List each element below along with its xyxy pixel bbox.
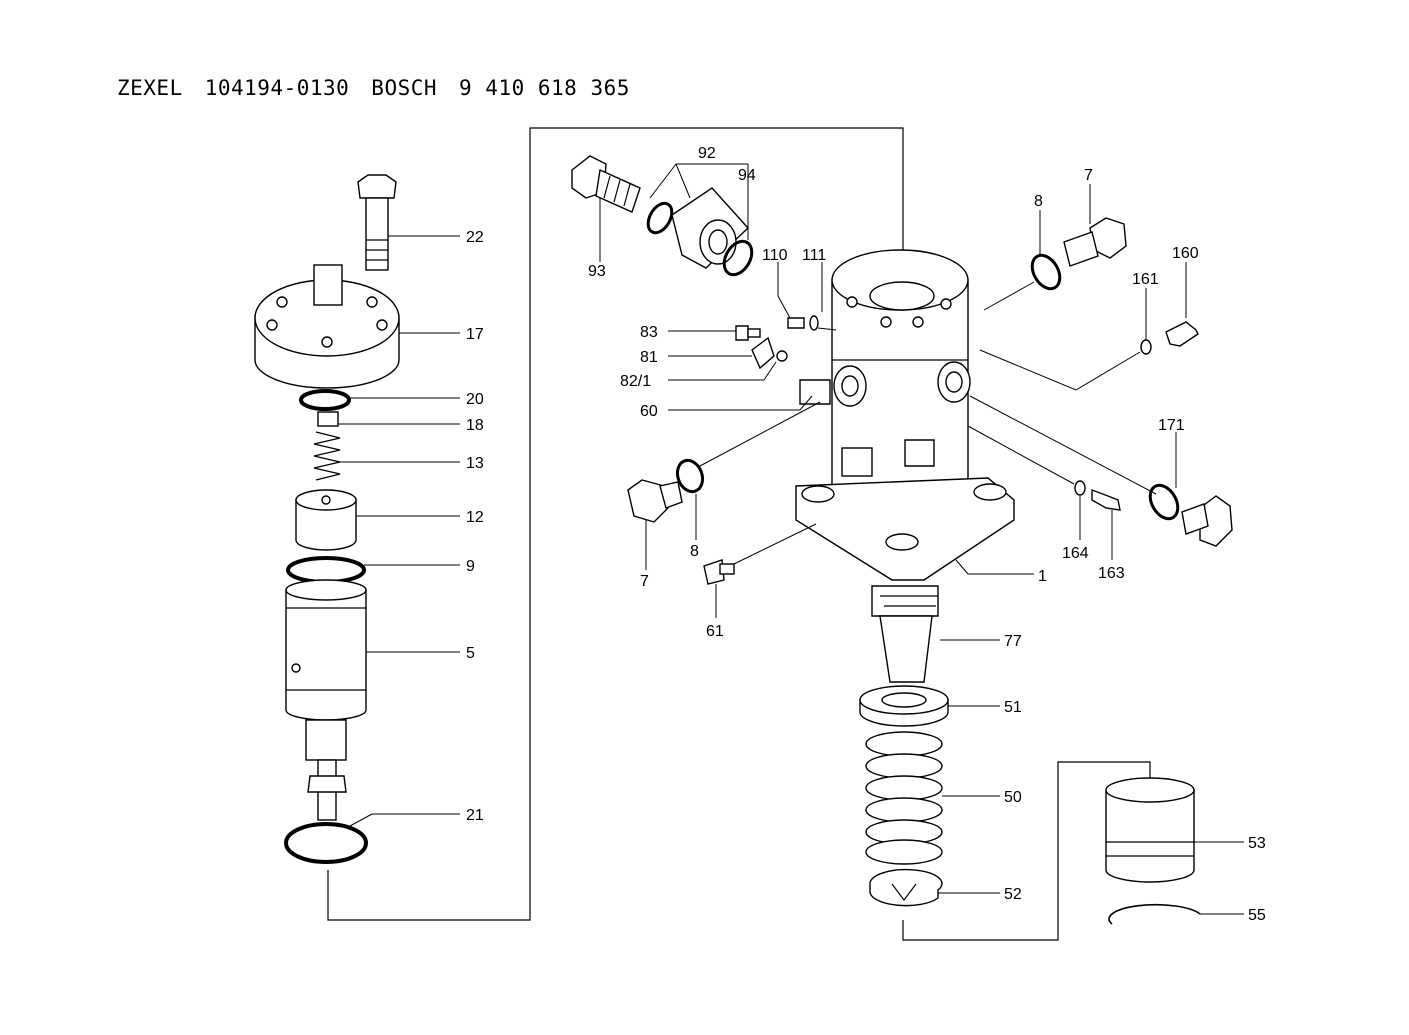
brand-bosch: BOSCH (371, 76, 438, 100)
bolt-22 (357, 174, 397, 271)
label-81: 81 (640, 349, 658, 366)
plug-7b (627, 479, 683, 523)
label-51: 51 (1004, 699, 1022, 716)
label-83: 83 (640, 324, 658, 341)
label-17: 17 (466, 326, 484, 343)
sleeve-77 (871, 585, 939, 683)
label-111: 111 (802, 247, 826, 264)
label-8a: 8 (1034, 193, 1043, 210)
label-52: 52 (1004, 886, 1022, 903)
washer-82 (776, 350, 788, 362)
washer-94 (722, 239, 754, 277)
label-110: 110 (762, 247, 788, 264)
plate-81 (751, 336, 775, 370)
brand-zexel: ZEXEL (117, 76, 183, 100)
label-22: 22 (466, 229, 484, 246)
circlip-55 (1108, 903, 1201, 925)
label-9: 9 (466, 558, 475, 575)
label-7a: 7 (1084, 167, 1093, 184)
label-164: 164 (1062, 545, 1089, 562)
seat-51 (859, 685, 949, 727)
label-161: 161 (1132, 271, 1159, 288)
plug-7a (1063, 217, 1127, 267)
valve-18 (317, 411, 339, 427)
screw-110-111 (787, 315, 819, 331)
label-94: 94 (738, 167, 756, 184)
label-20: 20 (466, 391, 484, 408)
banjo-92 (671, 187, 749, 269)
part-number-zexel: 104194-0130 (204, 76, 350, 100)
washer-8b (675, 458, 705, 494)
label-55: 55 (1248, 907, 1266, 924)
label-77: 77 (1004, 633, 1022, 650)
label-8b: 8 (690, 543, 699, 560)
washer-171 (1148, 483, 1180, 521)
barrel-5 (285, 579, 367, 821)
label-82-1: 82/1 (620, 373, 651, 390)
oring-20 (299, 389, 351, 411)
label-5: 5 (466, 645, 475, 662)
screw-163 (1091, 488, 1121, 511)
screw-160 (1165, 321, 1199, 347)
label-50: 50 (1004, 789, 1022, 806)
label-13: 13 (466, 455, 484, 472)
label-7b: 7 (640, 573, 649, 590)
spring-13 (313, 431, 341, 481)
washer-8a (1030, 253, 1062, 291)
label-61: 61 (706, 623, 724, 640)
label-60: 60 (640, 403, 658, 420)
screw-61 (703, 559, 735, 585)
plug-7c (1181, 495, 1233, 547)
washer-161 (1140, 339, 1152, 355)
banjo-bolt-93 (571, 155, 641, 213)
washer-164 (1074, 480, 1086, 496)
label-93: 93 (588, 263, 606, 280)
label-12: 12 (466, 509, 484, 526)
label-163: 163 (1098, 565, 1125, 582)
label-160: 160 (1172, 245, 1199, 262)
pump-housing-1 (795, 249, 1015, 581)
label-92: 92 (698, 145, 716, 162)
label-21: 21 (466, 807, 484, 824)
assembly-bracket-line-lower (902, 761, 1151, 941)
screw-83 (735, 325, 761, 341)
oring-9 (286, 556, 366, 584)
assembly-bracket-line (327, 127, 904, 921)
diagram-title: ZEXEL 104194-0130 BOSCH 9 410 618 365 (117, 76, 652, 100)
part-number-bosch: 9 410 618 365 (459, 76, 630, 100)
label-171: 171 (1158, 417, 1185, 434)
seat-52 (869, 868, 943, 907)
flange-17 (254, 264, 400, 389)
washer-92a (646, 201, 674, 235)
oring-21 (284, 822, 368, 864)
tappet-53 (1105, 777, 1195, 883)
holder-12 (295, 489, 357, 551)
label-18: 18 (466, 417, 484, 434)
spring-50 (865, 731, 943, 865)
label-53: 53 (1248, 835, 1266, 852)
label-1: 1 (1038, 568, 1047, 585)
